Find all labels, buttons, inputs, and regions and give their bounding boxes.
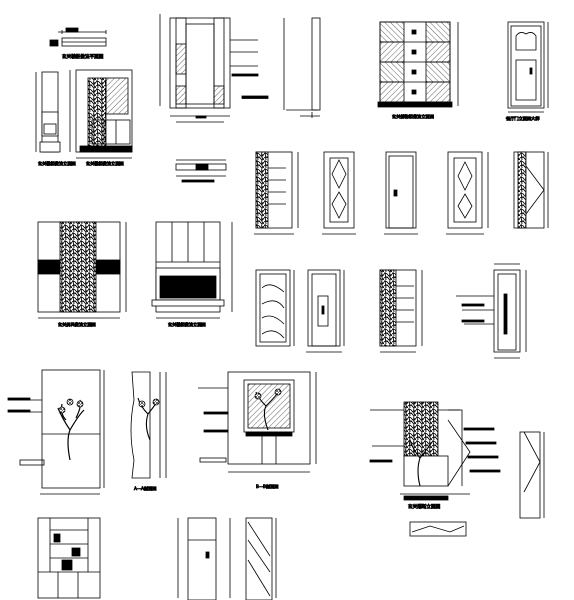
display-shelf-elevation — [37, 517, 101, 599]
door-with-bar-handle — [456, 263, 527, 359]
title-screen-front: 玄关屏风做法立面图 — [58, 321, 96, 328]
shoe-cabinet-elevation-2 — [151, 221, 233, 319]
title-door-elevation: 餐厅门立面图大样 — [506, 115, 540, 122]
door-marble-edge — [254, 151, 299, 235]
door-frame-section — [283, 17, 321, 118]
tree-section-a — [130, 371, 167, 479]
door-diamond-panel — [322, 151, 356, 235]
tree-display-elevation-a — [7, 369, 105, 495]
door-section-hatched — [513, 151, 549, 229]
marble-screen-elevation — [37, 221, 127, 319]
door-marble-leaders — [379, 269, 423, 353]
wardrobe-front-elevation — [377, 21, 459, 108]
entry-partition-elevation — [369, 401, 501, 501]
title-shoe-cabinet-side: 玄关鞋柜做法立面图 — [38, 160, 76, 167]
title-shoe-cabinet-front: 玄关鞋柜做法立面图 — [86, 160, 124, 167]
door-glass-panel — [306, 269, 345, 353]
diagonal-glass-door-elevation — [245, 517, 277, 600]
shoe-cabinet-plan — [49, 27, 107, 47]
title-section-a: A—A剖面图 — [134, 485, 156, 492]
door-wave-pattern — [255, 269, 295, 347]
door-slim-section — [519, 431, 545, 519]
title-shoe-cabinet-plan: 玄关鞋柜做法平面图 — [62, 53, 104, 60]
title-section-b: B—B剖面图 — [256, 483, 279, 490]
door-diamond-panel-2 — [446, 151, 489, 235]
arched-door-elevation — [507, 21, 549, 113]
shoe-cabinet-side-elevation — [35, 71, 61, 153]
title-entry-elevation: 玄关隔断立面图 — [408, 503, 441, 510]
shoe-cabinet-front-elevation — [69, 69, 133, 159]
door-plain — [384, 151, 418, 235]
mirror-console-elevation — [198, 371, 317, 473]
zig-zag-break-icon — [409, 521, 467, 537]
door-frame-elevation — [159, 14, 269, 123]
title-wardrobe-front: 玄关储物柜做法立面图 — [392, 113, 434, 120]
double-door-elevation — [177, 517, 231, 600]
door-head-plan-detail — [175, 159, 227, 183]
title-cabinet-front: 玄关鞋柜做法立面图 — [168, 321, 206, 328]
